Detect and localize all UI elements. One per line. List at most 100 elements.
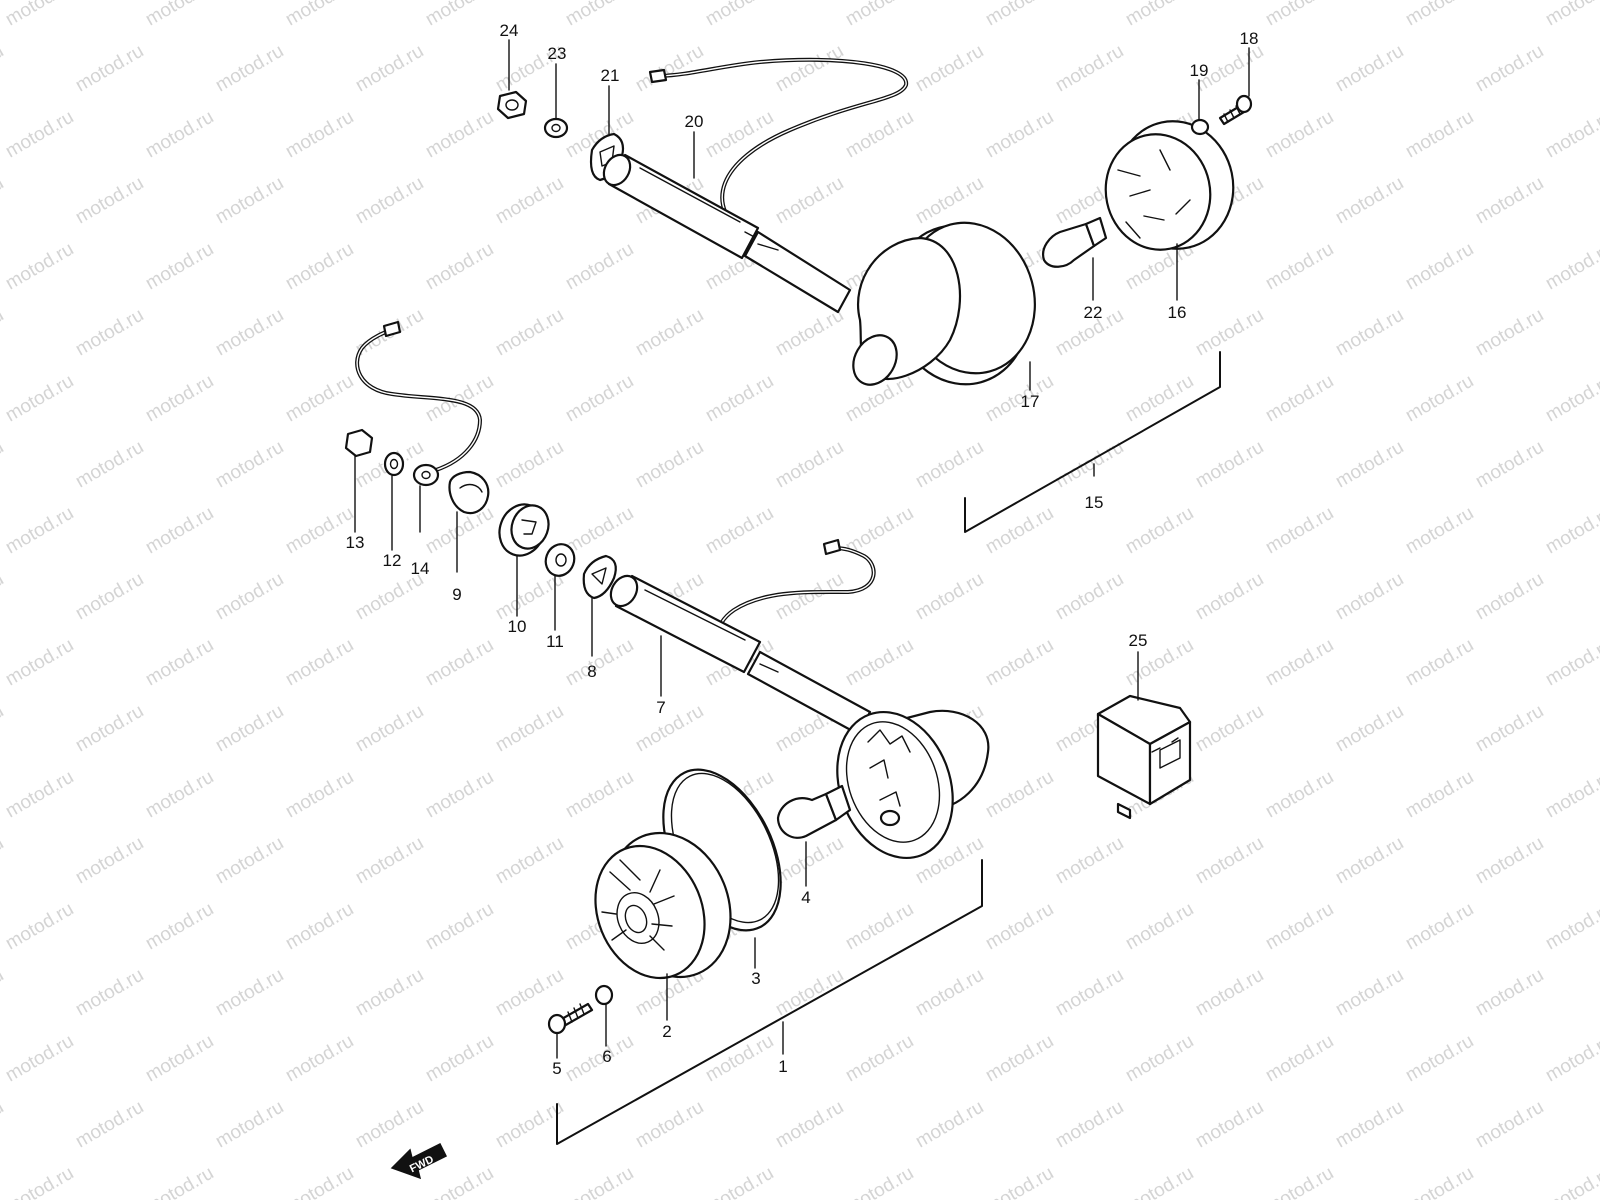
watermark-text: motod.ru bbox=[702, 1031, 777, 1087]
watermark-text: motod.ru bbox=[1542, 371, 1600, 427]
watermark-text: motod.ru bbox=[142, 0, 217, 30]
part-8-plate bbox=[582, 554, 617, 600]
watermark-text: motod.ru bbox=[212, 305, 287, 361]
watermark-text: motod.ru bbox=[1052, 965, 1127, 1021]
watermark-text: motod.ru bbox=[282, 239, 357, 295]
watermark-text: motod.ru bbox=[1192, 965, 1267, 1021]
watermark-text: motod.ru bbox=[562, 239, 637, 295]
watermark-text: motod.ru bbox=[142, 239, 217, 295]
callout-13: 13 bbox=[346, 533, 365, 552]
watermark-text: motod.ru bbox=[1052, 833, 1127, 889]
watermark-text: motod.ru bbox=[1472, 305, 1547, 361]
part-20-wire bbox=[648, 57, 909, 242]
watermark-text: motod.ru bbox=[492, 437, 567, 493]
watermark-text: motod.ru bbox=[772, 569, 847, 625]
watermark-text: motod.ru bbox=[212, 833, 287, 889]
watermark-text: motod.ru bbox=[1472, 437, 1547, 493]
watermark-text: motod.ru bbox=[632, 305, 707, 361]
part-1-housing bbox=[836, 709, 990, 860]
watermark-text: motod.ru bbox=[212, 965, 287, 1021]
watermark-text: motod.ru bbox=[1402, 503, 1477, 559]
callout-labels: 24 23 21 20 18 19 22 16 17 15 13 12 14 9… bbox=[346, 21, 1259, 1078]
watermark-text: motod.ru bbox=[0, 305, 7, 361]
watermark-text: motod.ru bbox=[1402, 371, 1477, 427]
watermark-text: motod.ru bbox=[1052, 569, 1127, 625]
watermark-text: motod.ru bbox=[142, 1031, 217, 1087]
watermark-text: motod.ru bbox=[142, 899, 217, 955]
watermark-text: motod.ru bbox=[2, 239, 77, 295]
watermark-text: motod.ru bbox=[1122, 1031, 1197, 1087]
callout-22: 22 bbox=[1084, 303, 1103, 322]
watermark-text: motod.ru bbox=[982, 899, 1057, 955]
watermark-text: motod.ru bbox=[422, 239, 497, 295]
watermark-text: motod.ru bbox=[982, 635, 1057, 691]
watermark-text: motod.ru bbox=[282, 635, 357, 691]
watermark-text: motod.ru bbox=[1262, 371, 1337, 427]
part-13-nut bbox=[344, 428, 374, 458]
watermark-text: motod.ru bbox=[422, 0, 497, 30]
watermark-text: motod.ru bbox=[492, 701, 567, 757]
callout-23: 23 bbox=[548, 44, 567, 63]
callout-11: 11 bbox=[546, 632, 564, 651]
watermark-text: motod.ru bbox=[1122, 371, 1197, 427]
watermark-text: motod.ru bbox=[702, 107, 777, 163]
watermark-text: motod.ru bbox=[0, 569, 7, 625]
watermark-text: motod.ru bbox=[2, 0, 77, 30]
callout-5: 5 bbox=[552, 1059, 561, 1078]
watermark-text: motod.ru bbox=[492, 305, 567, 361]
part-9-knob bbox=[448, 470, 490, 515]
watermark-text: motod.ru bbox=[1192, 569, 1267, 625]
watermark-text: motod.ru bbox=[772, 173, 847, 229]
watermark-text: motod.ru bbox=[1542, 1031, 1600, 1087]
part-2-lens bbox=[594, 831, 732, 980]
watermark-text: motod.ru bbox=[72, 701, 147, 757]
watermark-text: motod.ru bbox=[212, 701, 287, 757]
fwd-arrow-icon: FWD bbox=[390, 1142, 448, 1180]
watermark-text: motod.ru bbox=[1122, 899, 1197, 955]
watermark-text: motod.ru bbox=[1332, 833, 1407, 889]
watermark-text: motod.ru bbox=[1262, 107, 1337, 163]
part-17-housing bbox=[852, 221, 1036, 386]
watermark-text: motod.ru bbox=[1402, 767, 1477, 823]
callout-21: 21 bbox=[601, 66, 620, 85]
watermark-text: motod.ru bbox=[72, 437, 147, 493]
callout-6: 6 bbox=[602, 1047, 611, 1066]
part-18-screw bbox=[1218, 94, 1253, 126]
watermark-text: motod.ru bbox=[2, 1163, 77, 1200]
watermark-text: motod.ru bbox=[982, 503, 1057, 559]
watermark-text: motod.ru bbox=[212, 41, 287, 97]
watermark-text: motod.ru bbox=[212, 1097, 287, 1153]
watermark-text: motod.ru bbox=[1262, 899, 1337, 955]
watermark-text: motod.ru bbox=[2, 899, 77, 955]
callout-9: 9 bbox=[452, 585, 461, 604]
watermark-text: motod.ru bbox=[0, 701, 7, 757]
watermark-text: motod.ru bbox=[1332, 965, 1407, 1021]
watermark-text: motod.ru bbox=[842, 1031, 917, 1087]
callout-4: 4 bbox=[801, 888, 810, 907]
watermark-text: motod.ru bbox=[702, 503, 777, 559]
part-16-lens bbox=[1104, 120, 1235, 251]
watermark-text: motod.ru bbox=[282, 1031, 357, 1087]
watermark-text: motod.ru bbox=[1402, 635, 1477, 691]
part-12-washer bbox=[383, 451, 405, 477]
watermark-text: motod.ru bbox=[422, 635, 497, 691]
watermark-text: motod.ru bbox=[1402, 0, 1477, 30]
watermark-text: motod.ru bbox=[562, 503, 637, 559]
watermark-text: motod.ru bbox=[982, 0, 1057, 30]
watermark-text: motod.ru bbox=[422, 899, 497, 955]
part-24-nut bbox=[496, 90, 528, 120]
part-7-stem bbox=[609, 574, 872, 736]
watermark-text: motod.ru bbox=[352, 173, 427, 229]
callout-14: 14 bbox=[411, 559, 430, 578]
watermark-text: motod.ru bbox=[0, 173, 7, 229]
watermark-text: motod.ru bbox=[912, 437, 987, 493]
watermark-text: motod.ru bbox=[352, 965, 427, 1021]
watermark-text: motod.ru bbox=[1122, 0, 1197, 30]
watermark-text: motod.ru bbox=[1402, 107, 1477, 163]
callout-10: 10 bbox=[508, 617, 527, 636]
watermark-text: motod.ru bbox=[1542, 503, 1600, 559]
watermark-text: motod.ru bbox=[1192, 701, 1267, 757]
watermark-text: motod.ru bbox=[562, 1031, 637, 1087]
